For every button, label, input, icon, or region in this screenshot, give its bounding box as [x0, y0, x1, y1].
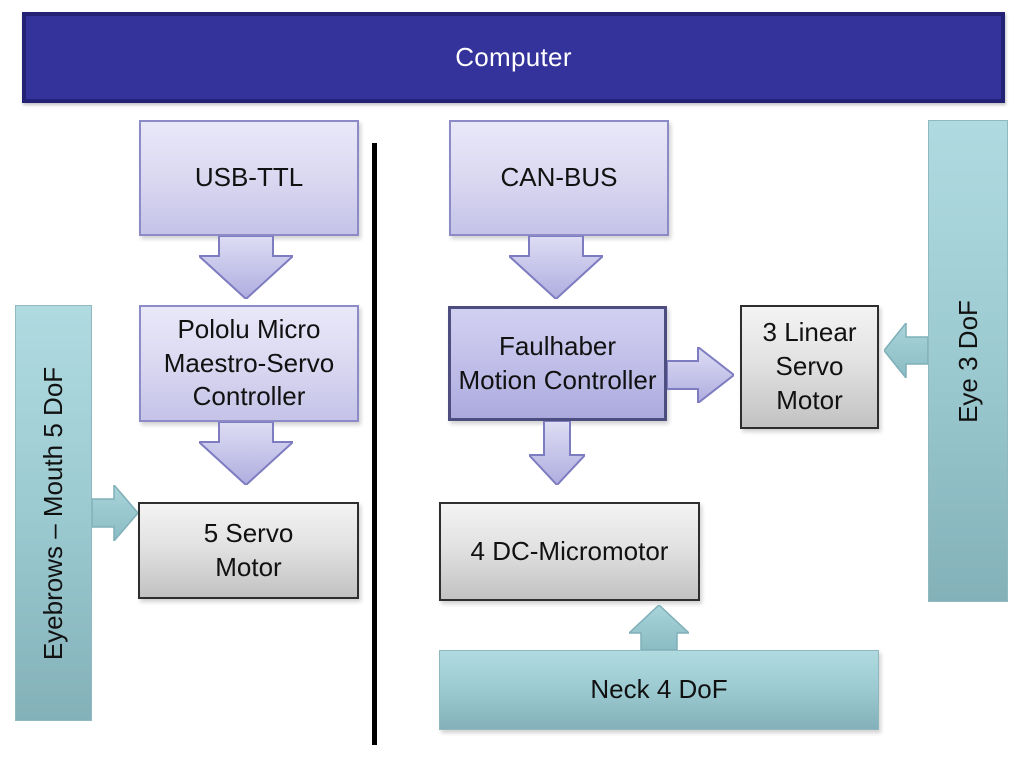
node-neck-dof-label: Neck 4 DoF	[590, 674, 728, 705]
node-pololu-controller-label: Pololu Micro Maestro-Servo Controller	[163, 313, 335, 412]
node-eyebrows-mouth-dof: Eyebrows – Mouth 5 DoF	[15, 305, 92, 721]
node-pololu-controller: Pololu Micro Maestro-Servo Controller	[139, 305, 359, 422]
pololu-to-servo-arrow	[199, 422, 293, 485]
faulhaber-to-micromotor-arrow	[529, 421, 585, 485]
node-can-bus-label: CAN-BUS	[500, 162, 618, 193]
eye-to-linear-arrow	[884, 323, 928, 378]
node-3-linear-servo-motor-label: 3 Linear Servo Motor	[762, 317, 857, 415]
node-3-linear-servo-motor: 3 Linear Servo Motor	[740, 305, 879, 429]
node-usb-ttl: USB-TTL	[139, 120, 359, 236]
neck-to-micromotor-arrow	[629, 605, 689, 650]
node-can-bus: CAN-BUS	[449, 120, 669, 236]
eyebrows-to-servo-arrow	[92, 485, 138, 541]
node-neck-dof: Neck 4 DoF	[439, 650, 879, 730]
canbus-to-faulhaber-arrow	[509, 236, 603, 299]
node-4-dc-micromotor: 4 DC-Micromotor	[439, 502, 700, 601]
node-faulhaber-controller: Faulhaber Motion Controller	[448, 306, 667, 421]
node-faulhaber-controller-label: Faulhaber Motion Controller	[458, 330, 657, 395]
faulhaber-to-linear-arrow	[667, 347, 734, 403]
node-eye-dof-label: Eye 3 DoF	[952, 299, 983, 423]
usb-to-pololu-arrow	[199, 236, 293, 299]
computer-banner-label: Computer	[455, 42, 572, 72]
node-eyebrows-mouth-dof-label: Eyebrows – Mouth 5 DoF	[38, 366, 69, 660]
node-5-servo-motor-label: 5 Servo Motor	[203, 517, 294, 582]
column-divider-line	[372, 143, 377, 745]
node-5-servo-motor: 5 Servo Motor	[138, 502, 359, 599]
node-4-dc-micromotor-label: 4 DC-Micromotor	[470, 535, 669, 566]
node-eye-dof: Eye 3 DoF	[928, 120, 1008, 602]
node-usb-ttl-label: USB-TTL	[194, 162, 304, 193]
computer-banner: Computer	[22, 12, 1005, 103]
